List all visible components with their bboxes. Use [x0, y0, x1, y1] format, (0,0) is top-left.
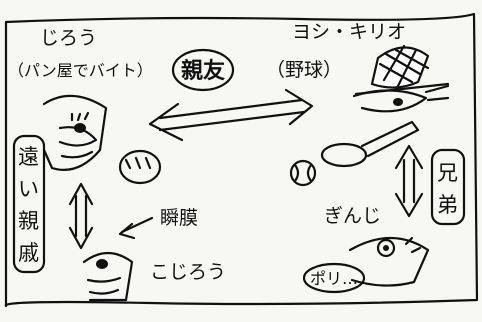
bat-icon — [320, 120, 420, 168]
yoshi-name: ヨシ・キリオ — [292, 21, 406, 43]
shinyu-label: 親友 — [181, 59, 225, 84]
baseball-icon — [289, 159, 317, 187]
brother-arrow — [394, 144, 424, 218]
svg-text:ポリ…: ポリ… — [310, 269, 358, 288]
svg-text:遠: 遠 — [18, 145, 39, 169]
speech-bubble: ポリ… — [302, 262, 366, 294]
friend-arrow — [148, 88, 314, 142]
svg-text:弟: 弟 — [437, 193, 458, 217]
ginji-name: ぎんじ — [324, 205, 381, 227]
kojirou-fish — [82, 251, 134, 302]
jirou-name: じろう — [40, 27, 97, 49]
svg-text:兄: 兄 — [437, 161, 458, 185]
svg-text:親: 親 — [18, 209, 39, 233]
shunmaku-label: 瞬膜 — [160, 207, 198, 229]
frame-border — [4, 12, 479, 308]
shunmaku-pointer — [118, 216, 154, 240]
svg-text:い: い — [18, 177, 39, 201]
shinyu-circle — [171, 48, 235, 92]
toi-shinseki-box: 遠 い 親 戚 — [12, 134, 46, 274]
yoshi-note: （野球） — [266, 59, 342, 81]
ginji-fish — [348, 236, 430, 287]
jirou-note: （パン屋でバイト） — [8, 61, 153, 80]
yoshi-fish — [352, 44, 450, 113]
kyodai-box: 兄 弟 — [430, 148, 466, 226]
bread-icon — [118, 149, 162, 185]
jirou-fish — [42, 94, 108, 171]
relative-arrow — [68, 182, 94, 250]
svg-text:戚: 戚 — [18, 241, 39, 265]
kojirou-name: こじろう — [150, 261, 226, 283]
